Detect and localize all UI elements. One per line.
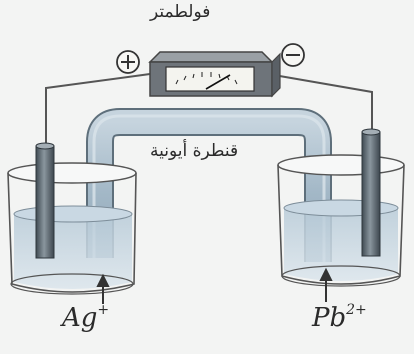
voltmeter-needle — [205, 74, 231, 90]
voltmeter-label: فولطمتر — [150, 2, 211, 22]
arrow-up-icon — [96, 273, 110, 304]
positive-terminal-icon — [116, 50, 140, 74]
beaker-left — [7, 162, 137, 295]
negative-terminal-icon — [281, 43, 305, 67]
wire-left — [45, 73, 151, 152]
right-ion-symbol: Pb — [312, 303, 347, 333]
voltmeter — [148, 51, 281, 98]
electrode-left — [35, 142, 55, 259]
salt-bridge — [86, 108, 332, 262]
right-ion-charge: 2+ — [346, 302, 367, 318]
left-ion-charge: + — [97, 302, 110, 318]
electrode-right — [361, 128, 381, 257]
arrow-up-icon — [319, 267, 333, 302]
left-ion-label: Ag+ — [62, 302, 109, 333]
right-ion-label: Pb2+ — [312, 302, 367, 333]
beaker-right — [277, 154, 405, 287]
left-ion-symbol: Ag — [62, 303, 98, 333]
wire-right — [267, 73, 373, 135]
salt-bridge-label: قنطرة أيونية — [150, 141, 239, 161]
